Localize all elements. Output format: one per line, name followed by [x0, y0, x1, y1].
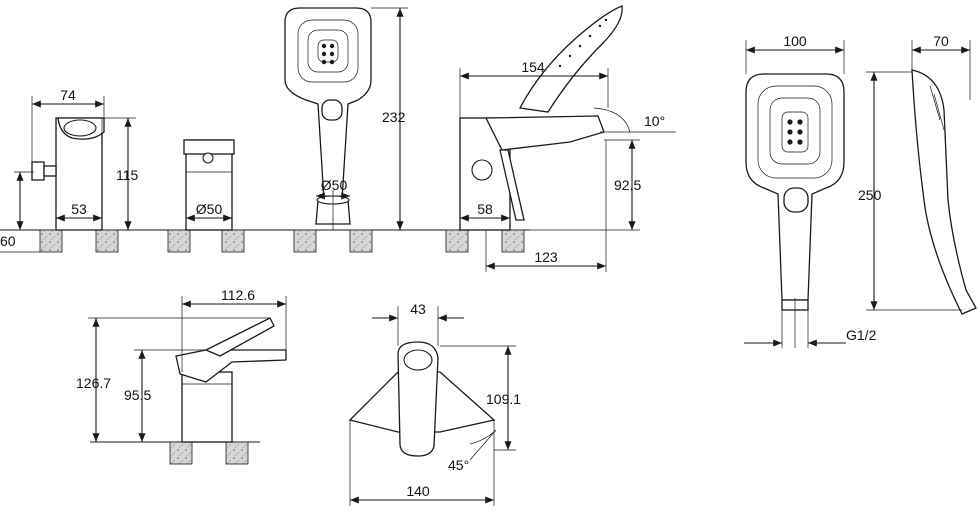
- dim-154: 154: [521, 59, 545, 75]
- mixer-top-view: [348, 306, 516, 506]
- dim-250: 250: [858, 187, 882, 203]
- dim-70: 70: [933, 33, 949, 49]
- ground-blocks: [39, 229, 525, 253]
- dim-123: 123: [534, 249, 558, 265]
- dim-95-5: 95.5: [124, 387, 151, 403]
- dim-g12: G1/2: [846, 327, 877, 343]
- dim-109-1: 109.1: [486, 391, 521, 407]
- dim-58: 58: [477, 201, 493, 217]
- mixer-side-view: [459, 5, 623, 231]
- dim-126-7: 126.7: [76, 375, 111, 391]
- dim-115: 115: [116, 167, 139, 183]
- shower-dimensions: [744, 40, 971, 348]
- dim-92-5: 92.5: [614, 177, 641, 193]
- dim-50a: Ø50: [196, 201, 223, 217]
- top-dimensions: [14, 7, 676, 272]
- dim-43: 43: [410, 301, 426, 317]
- top-view-dimensions: [349, 306, 516, 506]
- spout-side-view: [31, 117, 105, 231]
- dim-53: 53: [71, 201, 87, 217]
- nozzle-pattern: [297, 19, 359, 83]
- mixer-handle-nozzles: [558, 18, 608, 68]
- dim-45deg: 45°: [448, 457, 469, 473]
- dim-60: 60: [0, 233, 16, 249]
- hand-shower-on-holder: [284, 7, 372, 230]
- hand-shower-front: [745, 73, 845, 348]
- dimension-labels: 74 115 53 60 Ø50 232 Ø50 154 10° 92.5 58…: [0, 33, 949, 499]
- dim-140: 140: [406, 483, 430, 499]
- hand-shower-side: [911, 69, 977, 315]
- top-assembly-view: [0, 5, 676, 272]
- dim-10deg: 10°: [644, 113, 665, 129]
- dim-100: 100: [783, 33, 807, 49]
- dim-50b: Ø50: [321, 177, 348, 193]
- dim-74: 74: [60, 87, 76, 103]
- bottom-left-dimensions: [88, 296, 287, 442]
- hand-shower-detail: [744, 40, 977, 348]
- mixer-bottom-side-view: [88, 296, 287, 465]
- dim-112-6: 112.6: [221, 287, 255, 303]
- dim-232: 232: [382, 109, 406, 125]
- front-nozzles: [787, 119, 803, 145]
